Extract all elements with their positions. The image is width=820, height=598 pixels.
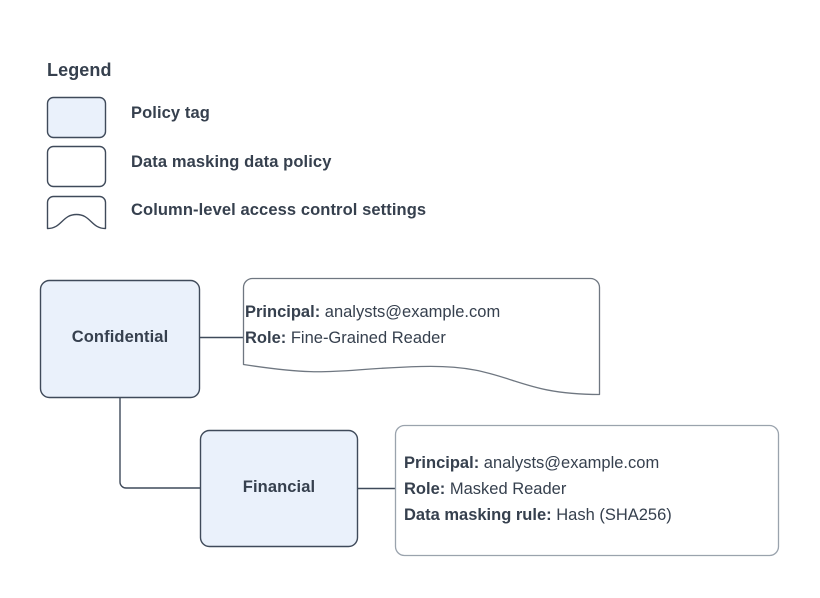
callout-row: Data masking rule: Hash (SHA256) <box>404 502 672 528</box>
callout-financial-settings-text: Principal: analysts@example.com Role: Ma… <box>404 450 672 528</box>
callout-row: Principal: analysts@example.com <box>245 299 500 325</box>
connector-confidential-to-financial <box>119 398 200 489</box>
callout-confidential-settings-text: Principal: analysts@example.com Role: Fi… <box>245 299 500 351</box>
legend-title: Legend <box>47 60 112 80</box>
callout-value: Fine-Grained Reader <box>290 329 446 347</box>
callout-key: Role: <box>245 329 287 347</box>
callout-confidential-settings[interactable] <box>242 277 601 396</box>
callout-key: Principal: <box>404 454 480 472</box>
callout-value: Masked Reader <box>449 480 567 498</box>
callout-value: Hash (SHA256) <box>556 506 672 524</box>
callout-financial-settings[interactable] <box>394 424 780 557</box>
callout-key: Principal: <box>245 303 321 321</box>
legend-label-column-level-settings: Column-level access control settings <box>131 201 427 219</box>
callout-value: analysts@example.com <box>324 303 501 321</box>
legend-swatch-data-masking-policy <box>46 145 107 188</box>
legend-label-policy-tag: Policy tag <box>131 104 210 122</box>
callout-row: Role: Masked Reader <box>404 476 672 502</box>
node-label-financial: Financial <box>242 478 316 496</box>
callout-key: Role: <box>404 480 446 498</box>
node-confidential[interactable] <box>39 279 201 399</box>
node-financial[interactable] <box>199 429 359 548</box>
legend-swatch-column-level-settings <box>46 195 107 230</box>
callout-key: Data masking rule: <box>404 506 552 524</box>
legend-swatch-policy-tag <box>46 96 107 139</box>
legend-label-data-masking-policy: Data masking data policy <box>131 153 332 171</box>
callout-row: Role: Fine-Grained Reader <box>245 325 500 351</box>
node-label-confidential: Confidential <box>71 328 169 346</box>
callout-value: analysts@example.com <box>483 454 660 472</box>
callout-row: Principal: analysts@example.com <box>404 450 672 476</box>
